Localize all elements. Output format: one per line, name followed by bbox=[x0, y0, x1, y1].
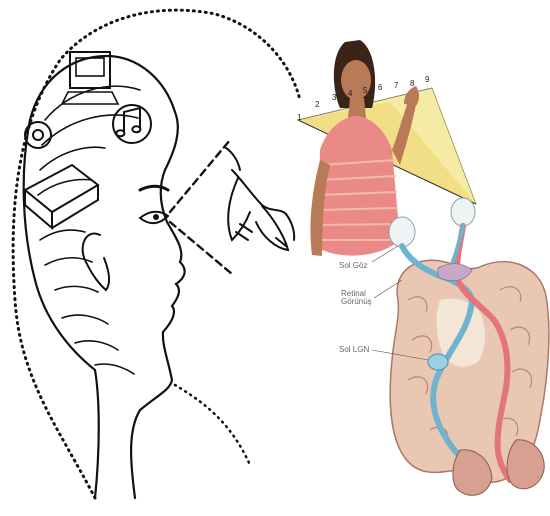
bird-tail bbox=[286, 214, 294, 240]
bird-body bbox=[232, 170, 286, 214]
brain-stroke-7 bbox=[55, 286, 98, 292]
right-eyeball bbox=[451, 198, 475, 226]
left-lgn-body bbox=[428, 354, 448, 370]
visual-field-number-7: 7 bbox=[394, 81, 398, 90]
visual-field-number-1: 1 bbox=[297, 113, 301, 122]
label-left-lgn: Sol LGN bbox=[339, 346, 369, 354]
ear-outline bbox=[83, 234, 109, 290]
visual-pathway-anatomy bbox=[298, 40, 549, 495]
neck-dotted-line bbox=[175, 385, 250, 465]
woman-hand bbox=[404, 86, 419, 106]
label-left-eye: Sol Göz bbox=[339, 262, 367, 270]
bird-sketch bbox=[226, 148, 294, 250]
bird-head bbox=[226, 148, 240, 170]
visual-field-number-5: 5 bbox=[363, 86, 367, 95]
brain-gear-icon bbox=[25, 122, 51, 148]
visual-field-number-8: 8 bbox=[410, 79, 414, 88]
sketch-head-drawing bbox=[13, 10, 300, 498]
music-note-icon bbox=[116, 108, 140, 136]
label-retinal-view: Retinal Görünüş bbox=[341, 290, 372, 307]
visual-field-number-3: 3 bbox=[332, 93, 336, 102]
head-dotted-halo bbox=[13, 10, 300, 498]
left-eyeball bbox=[389, 217, 415, 247]
head-profile-outline bbox=[24, 56, 185, 498]
label-retinal-view-line-2: Görünüş bbox=[341, 297, 372, 306]
brain-gear-core bbox=[33, 130, 43, 140]
brain-stroke-5 bbox=[40, 230, 85, 240]
sight-line-upper bbox=[170, 140, 230, 212]
brain-circuit-block bbox=[25, 165, 98, 228]
visual-field-number-4: 4 bbox=[348, 89, 352, 98]
visual-field-number-6: 6 bbox=[378, 83, 382, 92]
brain-stroke-9 bbox=[75, 341, 118, 350]
visual-field-number-9: 9 bbox=[425, 75, 429, 84]
visual-field-number-2: 2 bbox=[315, 100, 319, 109]
woman-neck bbox=[348, 98, 366, 118]
brain-stroke-10 bbox=[95, 364, 134, 374]
eye-pupil bbox=[153, 214, 159, 220]
brain-stroke-8 bbox=[62, 315, 108, 324]
right-occipital-lobe bbox=[507, 440, 544, 489]
eyebrow bbox=[140, 186, 168, 190]
